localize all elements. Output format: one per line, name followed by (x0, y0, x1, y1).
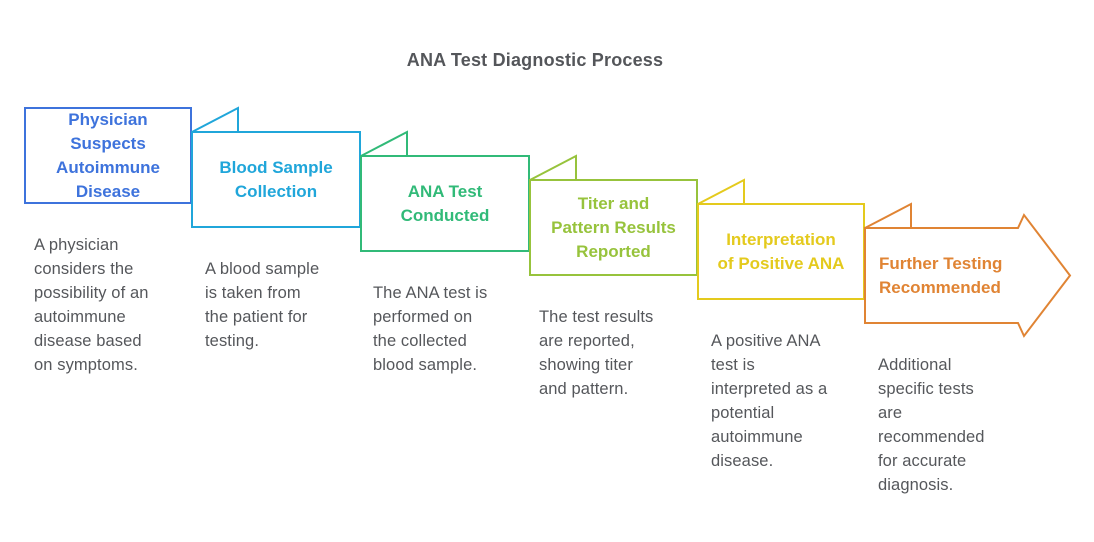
step-4-fold-icon (529, 154, 577, 181)
step-4-description: The test results are reported, showing t… (539, 308, 654, 398)
step-1-shape (24, 107, 192, 204)
step-2-shape (191, 131, 361, 228)
step-5-fold-icon (697, 178, 745, 205)
step-2-description: A blood sample is taken from the patient… (205, 260, 320, 350)
step-2-fold-icon (191, 106, 239, 133)
step-6-fold-icon (864, 202, 912, 229)
step-5-description: A positive ANA test is interpreted as a … (711, 332, 828, 470)
step-5-shape (697, 203, 865, 300)
step-4-shape (529, 179, 698, 276)
step-3-description: The ANA test is performed on the collect… (373, 284, 488, 374)
step-3-shape (360, 155, 530, 252)
diagram-title: ANA Test Diagnostic Process (406, 50, 664, 70)
step-6-arrow-shape (864, 213, 1072, 338)
step-1-description: A physician considers the possibility of… (34, 236, 149, 374)
step-3-fold-icon (360, 130, 408, 157)
step-6-description: Additional specific tests are recommende… (878, 356, 985, 494)
